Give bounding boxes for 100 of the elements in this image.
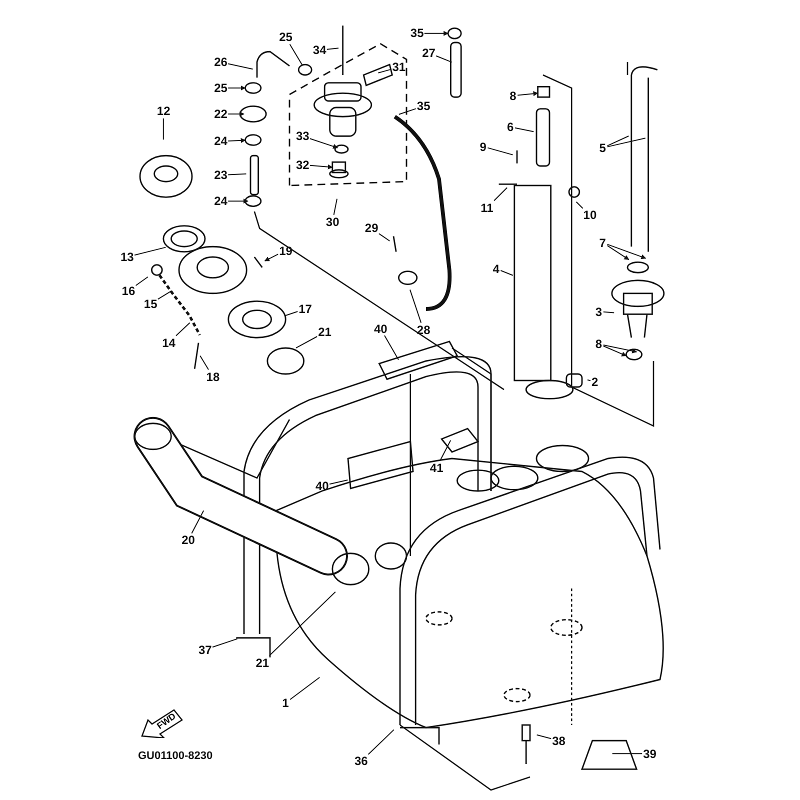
callout-number: 29 [364, 221, 378, 236]
callout-number: 26 [214, 55, 228, 69]
leader-line [326, 48, 339, 50]
callout-number: 10 [583, 208, 597, 222]
callout-number: 8 [595, 337, 602, 352]
leader-line [333, 198, 338, 216]
leader-line [134, 246, 166, 256]
leader-line [368, 729, 394, 755]
callout-number: 8 [510, 88, 516, 103]
leader-line [440, 440, 452, 462]
leader-line [606, 136, 630, 146]
leader-line [329, 480, 348, 485]
leader-line [398, 108, 416, 115]
leader-line [602, 344, 638, 354]
callout-number: 7 [599, 236, 606, 250]
leader-line [587, 379, 591, 382]
callout-number: 35 [410, 26, 424, 40]
leader-line [602, 346, 627, 356]
leader-line [576, 201, 584, 209]
leader-line [289, 44, 303, 66]
callout-number: 11 [480, 200, 494, 215]
callout-number: 40 [374, 322, 388, 336]
hose-clamp [298, 64, 312, 76]
callout-number: 30 [326, 214, 340, 229]
leader-line [228, 63, 254, 70]
leader-line [228, 112, 244, 116]
leader-line [500, 270, 514, 276]
leader-line [384, 335, 399, 360]
leader-line [612, 753, 643, 754]
callout-number: 21 [256, 656, 270, 670]
leader-line [517, 91, 538, 96]
callout-number: 15 [144, 296, 158, 311]
leader-line [378, 68, 392, 74]
callout-number: 37 [198, 642, 212, 657]
leader-line [310, 164, 333, 170]
leader-line [514, 127, 534, 132]
callout-number: 1 [282, 696, 289, 710]
callout-number: 36 [354, 754, 368, 768]
leader-line [536, 734, 552, 740]
callout-number: 21 [318, 325, 332, 340]
leader-line [191, 510, 204, 534]
callout-number: 24 [214, 194, 228, 208]
leader-line [135, 276, 148, 286]
leader-line [200, 355, 209, 370]
callout-number: 6 [507, 120, 514, 134]
hose-clamp [447, 28, 462, 40]
callout-number: 27 [422, 46, 436, 60]
callout-number: 23 [214, 168, 228, 182]
leader-line [268, 591, 336, 656]
leader-line [162, 118, 164, 140]
callout-number: 17 [298, 302, 312, 316]
callout-number: 22 [214, 107, 228, 121]
callout-number: 4 [492, 262, 500, 276]
leader-line [378, 233, 390, 242]
callout-number: 24 [214, 134, 228, 148]
callout-number: 33 [296, 129, 310, 144]
leader-line [157, 290, 172, 300]
leader-line [310, 138, 338, 149]
leader-line [264, 254, 279, 262]
leader-line [606, 138, 646, 148]
leader-line [487, 147, 514, 156]
callout-number: 2 [592, 374, 598, 389]
callout-number: 32 [296, 158, 310, 172]
leader-line [424, 30, 449, 36]
callout-number: 12 [156, 104, 170, 118]
leader-line [212, 638, 238, 648]
callout-number: 14 [162, 336, 176, 350]
hose-clamp [244, 134, 262, 146]
leader-line [494, 187, 508, 202]
callout-number: 41 [430, 460, 444, 475]
callout-number: 5 [599, 140, 606, 155]
callout-number: 18 [206, 370, 220, 384]
hose-clamp [244, 82, 262, 94]
leader-line [228, 173, 247, 176]
drawing-code: GU01100-8230 [138, 750, 213, 762]
leader-line [606, 245, 630, 260]
leader-line [602, 311, 615, 314]
leader-line [228, 198, 248, 204]
callout-number: 39 [643, 746, 656, 761]
callout-number: 34 [312, 43, 326, 58]
callout-number: 31 [392, 60, 406, 74]
leader-line [228, 138, 246, 143]
callout-number: 25 [279, 30, 292, 44]
leader-line [296, 336, 318, 348]
leader-line [290, 676, 320, 700]
leader-line [284, 311, 298, 316]
callout-number: 40 [316, 478, 329, 493]
callout-number: 28 [416, 322, 430, 337]
leader-line [228, 86, 246, 90]
callout-number: 3 [595, 304, 602, 319]
leader-line [436, 55, 452, 63]
callout-number: 25 [214, 81, 228, 95]
callout-number: 20 [182, 533, 195, 548]
leader-line [410, 289, 422, 324]
callout-number: 13 [120, 250, 134, 264]
callout-number: 9 [480, 140, 486, 154]
callout-number: 38 [552, 734, 566, 748]
leader-line [176, 322, 190, 336]
callout-number: 35 [416, 99, 430, 114]
callout-number: 16 [122, 284, 136, 298]
